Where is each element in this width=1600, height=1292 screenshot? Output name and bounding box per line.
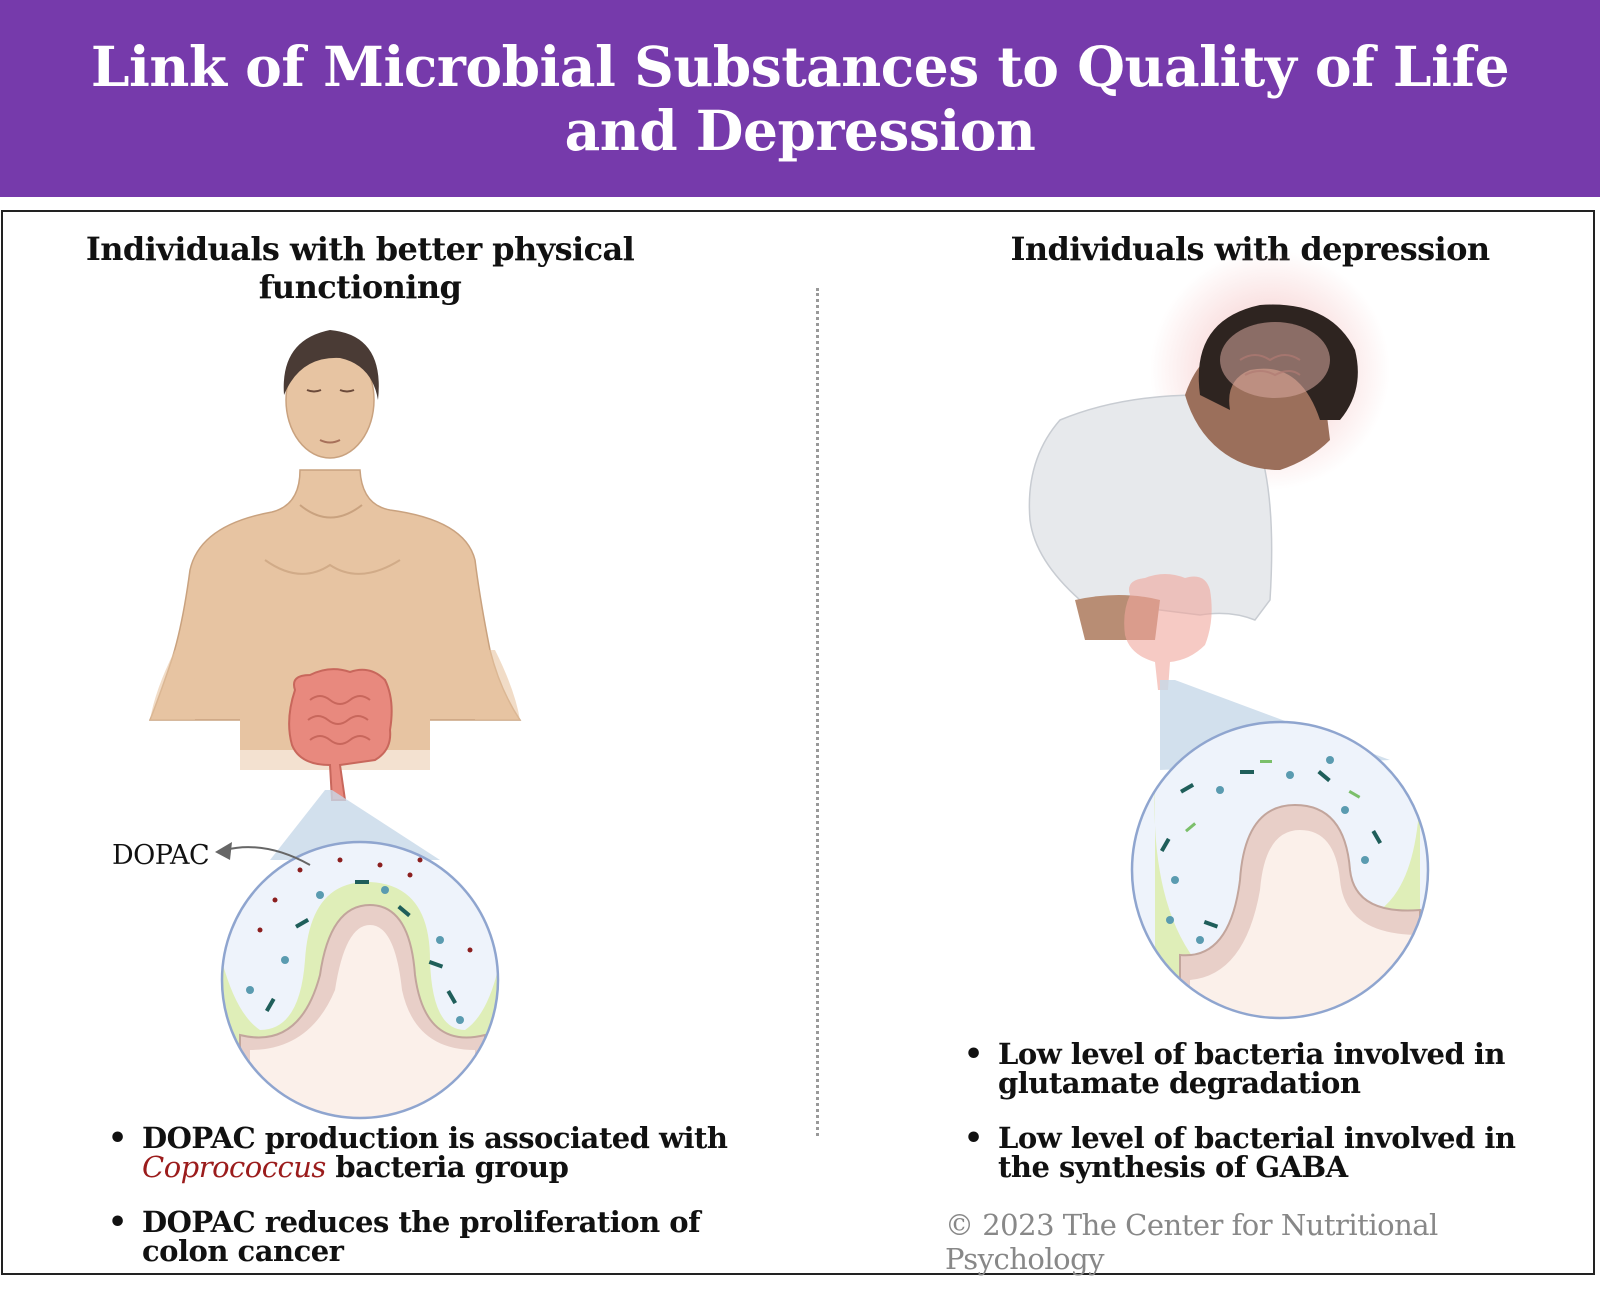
right-bullet-list: Low level of bacteria involved in glutam… bbox=[964, 1040, 1564, 1208]
left-bullet-2: DOPAC reduces the proliferation of colon… bbox=[108, 1208, 768, 1266]
right-bullet-2: Low level of bacterial involved in the s… bbox=[964, 1124, 1564, 1182]
curved-arrow-icon bbox=[224, 846, 311, 866]
zoom-cone bbox=[270, 790, 440, 860]
right-bullet-1: Low level of bacteria involved in glutam… bbox=[964, 1040, 1564, 1098]
bullet-text-after: bacteria group bbox=[325, 1150, 569, 1184]
title-banner: Link of Microbial Substances to Quality … bbox=[0, 0, 1600, 197]
intestine-icon-faded bbox=[1124, 574, 1212, 690]
gut-lining-zoom-icon-right bbox=[1130, 720, 1430, 1020]
content-panel bbox=[1, 210, 1595, 1275]
intestine-icon bbox=[288, 668, 393, 801]
arrowhead-icon bbox=[215, 842, 232, 860]
dopac-callout-label: DOPAC bbox=[112, 840, 210, 871]
left-bullet-1: DOPAC production is associated with Copr… bbox=[108, 1124, 768, 1182]
depressed-person-illustration bbox=[1028, 250, 1390, 640]
left-column-heading: Individuals with better physical functio… bbox=[85, 230, 635, 306]
page-title: Link of Microbial Substances to Quality … bbox=[90, 33, 1510, 163]
copyright-notice: © 2023 The Center for Nutritional Psycho… bbox=[945, 1208, 1438, 1276]
coprococcus-term: Coprococcus bbox=[142, 1150, 326, 1184]
left-bullet-list: DOPAC production is associated with Copr… bbox=[108, 1124, 768, 1292]
bullet-text-before: DOPAC production is associated with bbox=[142, 1121, 728, 1155]
gut-lining-zoom-icon bbox=[220, 840, 500, 1120]
column-divider bbox=[816, 288, 819, 1136]
